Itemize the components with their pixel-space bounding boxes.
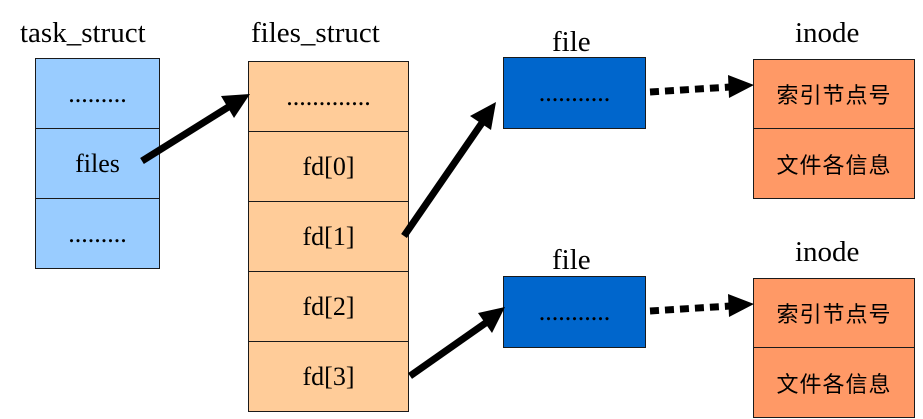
fd-3-cell: fd[3] bbox=[248, 341, 409, 412]
file-bottom-title: file bbox=[552, 244, 591, 276]
file-top-box: ........... bbox=[503, 57, 646, 129]
file-bottom-box: ........... bbox=[503, 276, 646, 348]
file-top-title: file bbox=[552, 26, 591, 58]
files-struct-cell: ............. bbox=[248, 61, 409, 132]
task-struct-cell: ......... bbox=[35, 198, 160, 269]
dotted-arrow-file-to-inode bbox=[649, 75, 754, 98]
arrow-fd3-to-file bbox=[407, 307, 505, 379]
fd-0-cell: fd[0] bbox=[248, 131, 409, 202]
inode-info-cell: 文件各信息 bbox=[753, 128, 915, 199]
inode-number-cell: 索引节点号 bbox=[753, 59, 915, 129]
arrow-files-to-files-struct bbox=[140, 94, 250, 164]
inode-info-cell: 文件各信息 bbox=[753, 347, 915, 418]
inode-bottom-title: inode bbox=[795, 236, 860, 268]
inode-top-title: inode bbox=[795, 17, 860, 49]
task-struct-title: task_struct bbox=[20, 17, 146, 49]
files-struct-title: files_struct bbox=[251, 17, 380, 49]
arrow-fd1-to-file bbox=[401, 102, 496, 238]
inode-number-cell: 索引节点号 bbox=[753, 278, 915, 348]
task-struct-files-cell: files bbox=[35, 128, 160, 199]
fd-2-cell: fd[2] bbox=[248, 271, 409, 342]
dotted-arrow-file-to-inode bbox=[649, 294, 754, 317]
fd-1-cell: fd[1] bbox=[248, 201, 409, 272]
